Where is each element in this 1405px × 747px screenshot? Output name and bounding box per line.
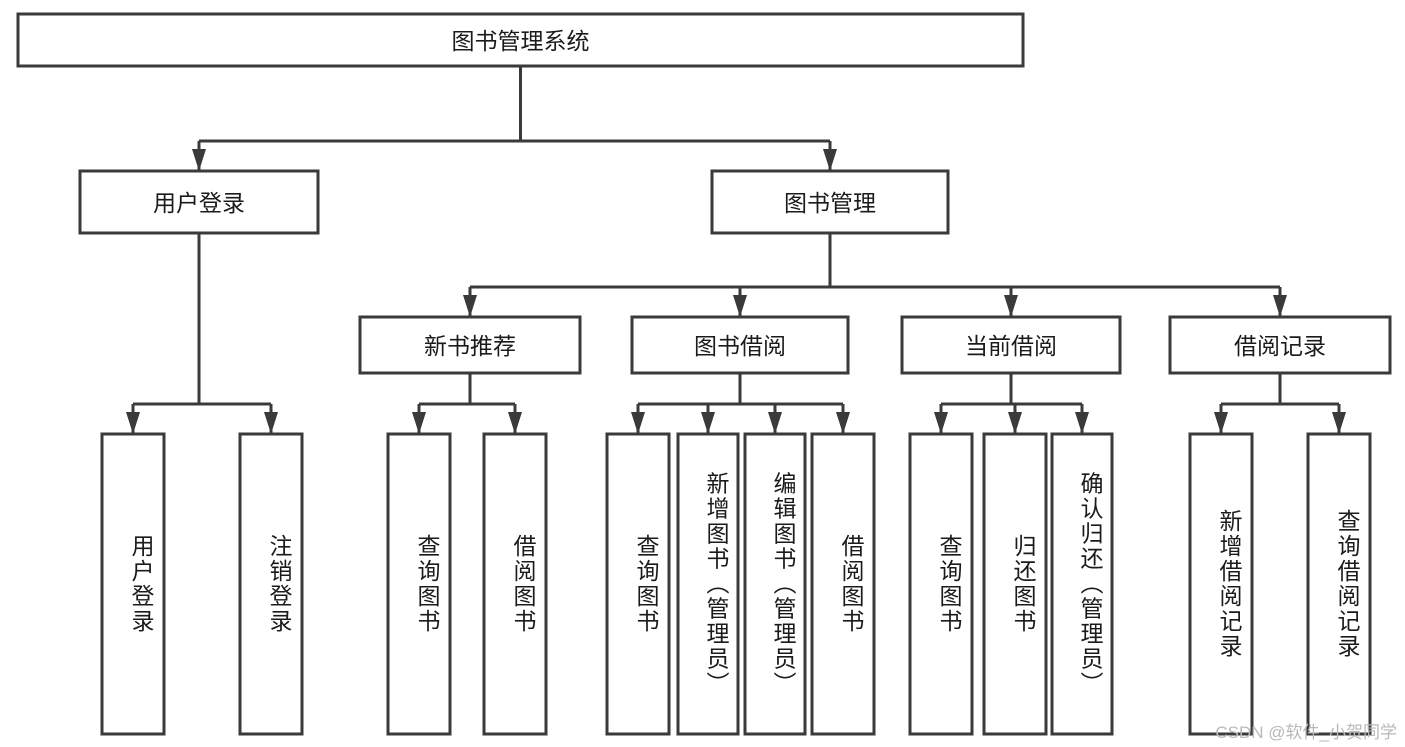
node-box-leaf-query-record[interactable]: [1306, 432, 1372, 736]
node-label-borrow-record: 借阅记录: [1234, 333, 1326, 359]
node-box-leaf-edit-book[interactable]: [743, 432, 807, 736]
node-leaf-add-book[interactable]: 新增图书（管理员）: [676, 432, 740, 736]
arrow-head-icon: [836, 412, 850, 434]
node-book-manage[interactable]: 图书管理: [710, 169, 950, 235]
node-leaf-edit-book[interactable]: 编辑图书（管理员）: [743, 432, 807, 736]
arrow-head-icon: [733, 295, 747, 317]
node-borrow-record[interactable]: 借阅记录: [1168, 315, 1392, 375]
node-box-leaf-add-book[interactable]: [676, 432, 740, 736]
node-box-leaf-borrow-book-1[interactable]: [482, 432, 548, 736]
node-box-book-manage[interactable]: [710, 169, 950, 235]
node-leaf-user-logout[interactable]: 注销登录: [238, 432, 304, 736]
node-label-book-borrow: 图书借阅: [694, 333, 786, 359]
node-label-leaf-add-record: 新增借阅记录: [1216, 509, 1243, 659]
arrow-head-icon: [1008, 412, 1022, 434]
node-box-leaf-add-record[interactable]: [1188, 432, 1254, 736]
node-label-leaf-user-login: 用户登录: [128, 534, 155, 634]
node-root[interactable]: 图书管理系统: [16, 12, 1025, 68]
node-label-leaf-query-book-2: 查询图书: [633, 534, 660, 634]
arrow-head-icon: [934, 412, 948, 434]
node-new-book-recommend[interactable]: 新书推荐: [358, 315, 582, 375]
node-label-current-borrow: 当前借阅: [965, 333, 1057, 359]
node-label-book-manage: 图书管理: [784, 190, 876, 216]
arrow-head-icon: [631, 412, 645, 434]
node-leaf-return-book[interactable]: 归还图书: [982, 432, 1048, 736]
node-label-user-login: 用户登录: [153, 190, 245, 216]
node-box-borrow-record[interactable]: [1168, 315, 1392, 375]
connector-edges-layer: [126, 66, 1346, 434]
node-boxes-layer: 图书管理系统用户登录图书管理新书推荐图书借阅当前借阅借阅记录用户登录注销登录查询…: [16, 12, 1392, 736]
node-book-borrow[interactable]: 图书借阅: [630, 315, 850, 375]
arrow-head-icon: [1332, 412, 1346, 434]
node-box-leaf-query-book-3[interactable]: [908, 432, 974, 736]
node-leaf-add-record[interactable]: 新增借阅记录: [1188, 432, 1254, 736]
arrow-head-icon: [1214, 412, 1228, 434]
arrow-head-icon: [264, 412, 278, 434]
node-label-leaf-add-book: 新增图书（管理员）: [703, 472, 730, 697]
node-box-leaf-user-logout[interactable]: [238, 432, 304, 736]
node-label-leaf-user-logout: 注销登录: [266, 534, 293, 634]
node-leaf-query-book-1[interactable]: 查询图书: [386, 432, 452, 736]
node-user-login[interactable]: 用户登录: [78, 169, 320, 235]
node-box-leaf-return-book[interactable]: [982, 432, 1048, 736]
node-label-leaf-borrow-book-1: 借阅图书: [510, 534, 537, 634]
node-label-leaf-confirm-return: 确认归还（管理员）: [1077, 472, 1104, 697]
node-leaf-confirm-return[interactable]: 确认归还（管理员）: [1050, 432, 1114, 736]
node-current-borrow[interactable]: 当前借阅: [900, 315, 1122, 375]
node-box-leaf-query-book-1[interactable]: [386, 432, 452, 736]
node-box-leaf-query-book-2[interactable]: [605, 432, 671, 736]
arrow-head-icon: [412, 412, 426, 434]
node-label-leaf-return-book: 归还图书: [1010, 534, 1037, 634]
node-label-leaf-query-book-1: 查询图书: [414, 534, 441, 634]
node-box-user-login[interactable]: [78, 169, 320, 235]
arrow-head-icon: [1004, 295, 1018, 317]
node-leaf-user-login[interactable]: 用户登录: [100, 432, 166, 736]
node-label-leaf-query-record: 查询借阅记录: [1334, 509, 1361, 659]
node-box-new-book-recommend[interactable]: [358, 315, 582, 375]
arrow-head-icon: [1075, 412, 1089, 434]
node-box-leaf-borrow-book-2[interactable]: [810, 432, 876, 736]
arrow-head-icon: [508, 412, 522, 434]
node-leaf-query-book-3[interactable]: 查询图书: [908, 432, 974, 736]
arrow-head-icon: [701, 412, 715, 434]
node-box-leaf-user-login[interactable]: [100, 432, 166, 736]
node-label-leaf-borrow-book-2: 借阅图书: [838, 534, 865, 634]
node-leaf-borrow-book-1[interactable]: 借阅图书: [482, 432, 548, 736]
node-leaf-borrow-book-2[interactable]: 借阅图书: [810, 432, 876, 736]
arrow-head-icon: [768, 412, 782, 434]
node-label-leaf-query-book-3: 查询图书: [936, 534, 963, 634]
arrow-head-icon: [823, 149, 837, 171]
arrow-head-icon: [463, 295, 477, 317]
node-label-root: 图书管理系统: [452, 28, 590, 54]
arrow-head-icon: [192, 149, 206, 171]
node-leaf-query-book-2[interactable]: 查询图书: [605, 432, 671, 736]
node-leaf-query-record[interactable]: 查询借阅记录: [1306, 432, 1372, 736]
node-box-book-borrow[interactable]: [630, 315, 850, 375]
node-label-new-book-recommend: 新书推荐: [424, 333, 516, 359]
arrow-head-icon: [126, 412, 140, 434]
node-box-leaf-confirm-return[interactable]: [1050, 432, 1114, 736]
node-box-current-borrow[interactable]: [900, 315, 1122, 375]
arrow-head-icon: [1273, 295, 1287, 317]
node-label-leaf-edit-book: 编辑图书（管理员）: [770, 472, 797, 697]
node-box-root[interactable]: [16, 12, 1025, 68]
